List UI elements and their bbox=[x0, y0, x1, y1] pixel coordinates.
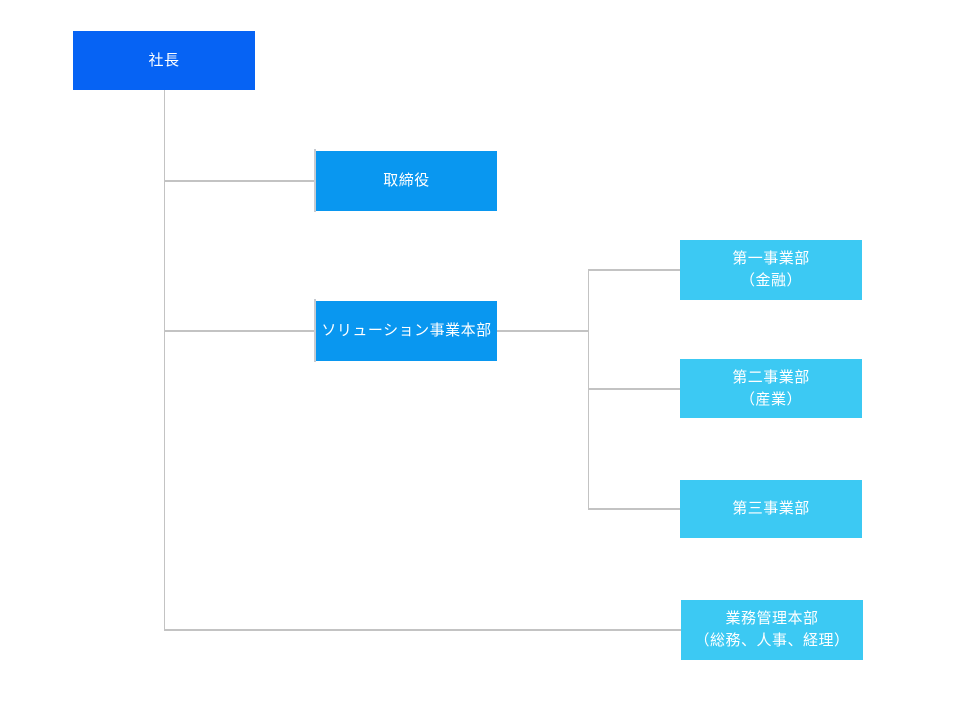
org-node-admin-division[interactable]: 業務管理本部 （総務、人事、経理） bbox=[681, 600, 863, 660]
connector-to-solution bbox=[164, 330, 316, 332]
org-node-sublabel: （産業） bbox=[739, 390, 802, 408]
org-node-division-1[interactable]: 第一事業部 （金融） bbox=[680, 240, 862, 300]
edge-tick-director bbox=[314, 149, 316, 212]
org-node-label: ソリューション事業本部 bbox=[321, 322, 492, 339]
org-node-sublabel: （金融） bbox=[739, 272, 802, 289]
edge-tick-solution bbox=[314, 299, 316, 362]
org-node-label: 第二事業部 bbox=[732, 368, 810, 386]
org-node-label: 第一事業部 bbox=[732, 250, 810, 267]
org-node-label: 第三事業部 bbox=[732, 500, 810, 517]
connector-to-division-3 bbox=[588, 508, 680, 510]
connector-to-division-1 bbox=[588, 269, 680, 271]
org-node-president[interactable]: 社長 bbox=[73, 31, 255, 90]
connector-solution-feed bbox=[497, 330, 588, 332]
org-node-solution-division[interactable]: ソリューション事業本部 bbox=[316, 301, 497, 361]
connector-to-division-2 bbox=[588, 388, 680, 390]
org-node-label: 業務管理本部 bbox=[725, 610, 819, 627]
org-node-sublabel: （総務、人事、経理） bbox=[694, 632, 850, 649]
connector-trunk-president bbox=[163, 90, 165, 630]
org-node-division-2[interactable]: 第二事業部 （産業） bbox=[680, 359, 862, 418]
connector-to-director bbox=[164, 180, 316, 182]
connector-to-admin bbox=[164, 629, 681, 631]
org-node-label: 社長 bbox=[148, 51, 180, 69]
org-node-division-3[interactable]: 第三事業部 bbox=[680, 480, 862, 538]
org-node-director[interactable]: 取締役 bbox=[316, 151, 497, 211]
org-node-label: 取締役 bbox=[383, 172, 430, 189]
